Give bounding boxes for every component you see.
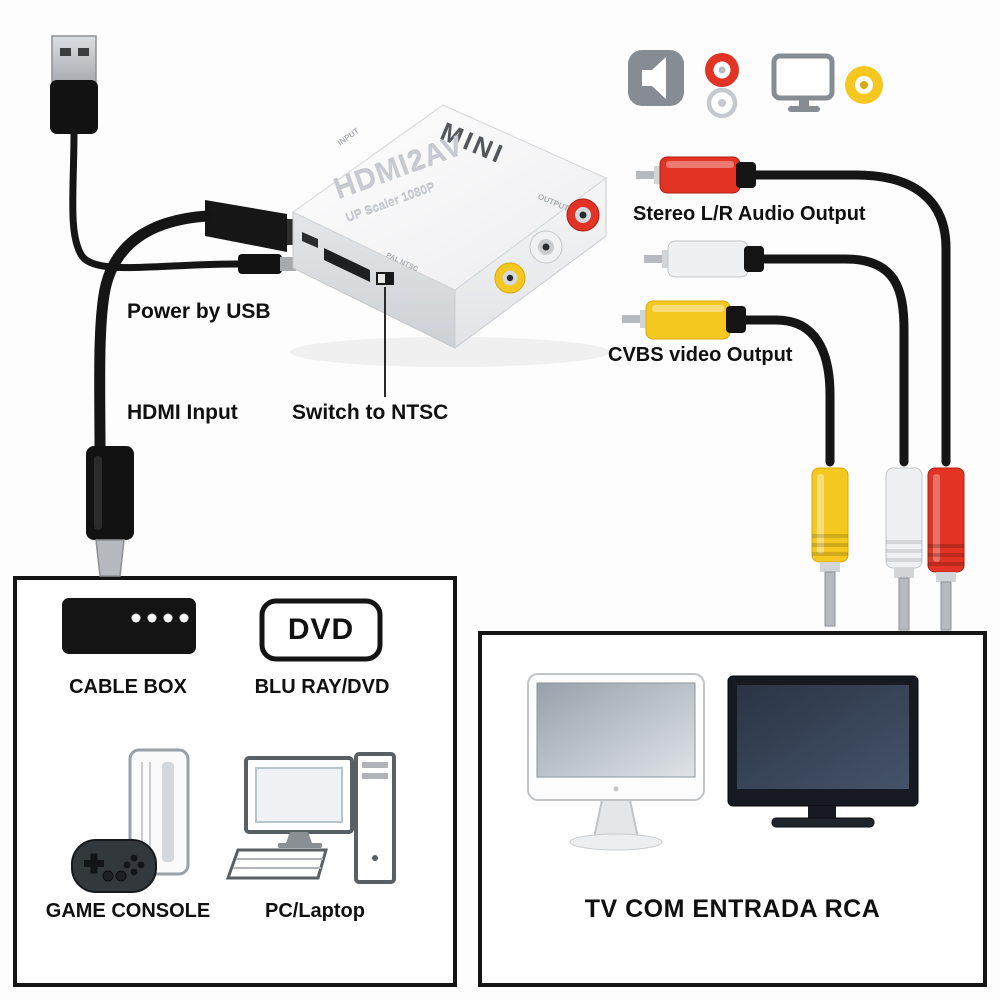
- rca-jack-red: [566, 198, 600, 232]
- hdmi-plug-to-box: [205, 200, 298, 252]
- mini-usb-plug: [238, 254, 296, 274]
- rca-plug-red-down: [927, 467, 965, 631]
- rca-jack-yellow: [494, 262, 526, 294]
- rca-red-icon: [705, 53, 739, 87]
- usb-power-port: [302, 232, 318, 248]
- rca-plug-yellow-down: [811, 467, 849, 627]
- pc-icon: [225, 752, 396, 884]
- cvbs-video-output-label: CVBS video Output: [608, 344, 793, 366]
- usb-power-cable: [69, 128, 242, 272]
- usb-a-connector: [50, 35, 98, 134]
- game-console-label: GAME CONSOLE: [45, 900, 211, 922]
- rca-plug-red-left: [636, 156, 756, 194]
- hdmi-input-label: HDMI Input: [127, 401, 238, 424]
- cable-box-icon: [62, 598, 196, 654]
- stereo-audio-output-label: Stereo L/R Audio Output: [633, 203, 866, 225]
- switch-to-ntsc-label: Switch to NTSC: [292, 401, 449, 424]
- ntsc-pal-switch: [376, 272, 394, 285]
- pc-laptop-label: PC/Laptop: [265, 900, 365, 922]
- rca-jack-white: [529, 230, 563, 264]
- monitor-icon: [771, 53, 835, 112]
- rca-plug-white-left: [644, 240, 764, 278]
- rca-plug-yellow-left: [622, 300, 746, 340]
- dvd-badge-text: DVD: [287, 613, 355, 646]
- tv-rca-label: TV COM ENTRADA RCA: [584, 895, 881, 923]
- rca-yellow-icon: [845, 66, 883, 104]
- rca-cable-white: [757, 254, 909, 467]
- dvd-icon: [259, 598, 383, 662]
- tv-graphic: [727, 675, 919, 828]
- bluray-dvd-label: BLU RAY/DVD: [254, 676, 390, 698]
- cable-box-label: CABLE BOX: [69, 676, 187, 698]
- game-console-icon: [71, 748, 190, 893]
- power-by-usb-label: Power by USB: [127, 300, 271, 323]
- speaker-icon: [628, 50, 684, 106]
- hdmi-connector-down: [86, 446, 134, 577]
- rca-plug-white-down: [885, 467, 923, 631]
- rca-cable-yellow: [739, 315, 835, 467]
- converter-box: [290, 104, 610, 367]
- rca-white-icon: [706, 87, 738, 119]
- hdmi-port: [324, 248, 370, 282]
- imac-monitor-graphic: [527, 673, 705, 851]
- hdmi-cable: [94, 210, 213, 456]
- rca-cable-red: [749, 170, 951, 467]
